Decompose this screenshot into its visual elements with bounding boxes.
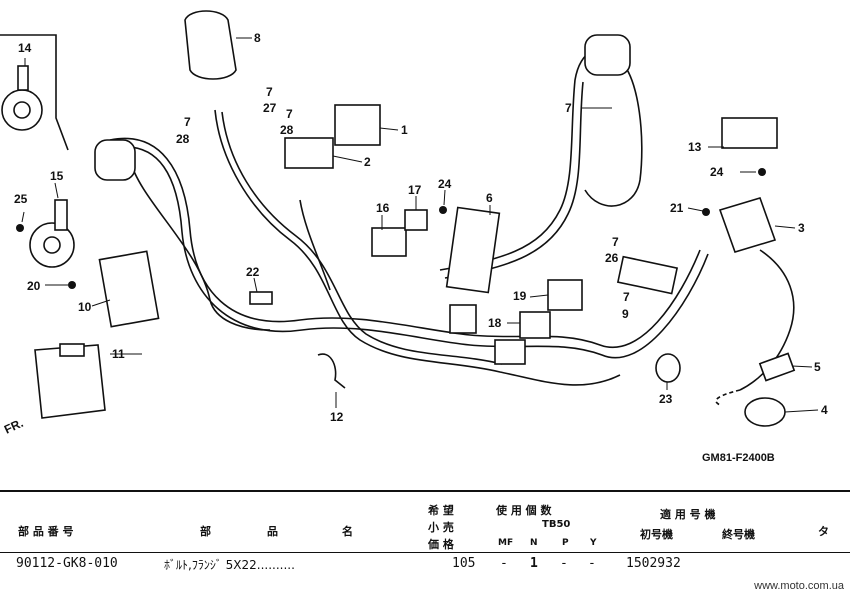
connector-18 [519, 311, 551, 339]
nut-24b [758, 168, 766, 176]
connector-19 [547, 279, 583, 311]
relay-16 [371, 227, 407, 257]
plug-cap-5 [758, 352, 796, 382]
clamp-23 [655, 353, 681, 383]
header-apply: 適 用 号 機 [660, 508, 716, 521]
callout-9: 9 [622, 307, 629, 321]
callout-14: 14 [18, 41, 32, 55]
callout-23: 23 [659, 392, 673, 406]
parts-table: 部 品 番 号 部 品 名 希 望 小 売 価 格 使 用 個 数 TB50 M… [0, 488, 850, 593]
figure-code: GM81-F2400B [702, 452, 775, 464]
main-harness [109, 137, 701, 348]
header-apply-first: 初号機 [640, 528, 673, 541]
table-top-rule [0, 490, 850, 492]
regulator-10 [98, 250, 160, 328]
branch-harness [214, 109, 621, 386]
callout-22: 22 [246, 265, 260, 279]
row-price: 105 [452, 556, 476, 571]
header-part-name-3: 名 [342, 525, 353, 538]
fuse-holder-9 [616, 255, 679, 295]
row-first-serial: 1502932 [626, 556, 681, 571]
unit-2 [284, 137, 334, 169]
inset-box-outline [0, 34, 69, 151]
row-qty-n: 1 [530, 556, 538, 571]
callout-10: 10 [78, 300, 92, 314]
callout-7-left: 7 [184, 115, 191, 129]
header-part-name-2: 品 [267, 525, 278, 538]
sensor-13 [721, 117, 778, 149]
callout-15: 15 [50, 169, 64, 183]
header-ta: タ [818, 525, 829, 538]
callout-16: 16 [376, 201, 390, 215]
connector-17 [404, 209, 428, 231]
table-header-rule [0, 552, 850, 553]
header-qty-y: Y [590, 538, 597, 548]
callout-28-right: 28 [280, 123, 294, 137]
callout-11: 11 [112, 347, 125, 361]
callout-5: 5 [814, 360, 821, 374]
header-qty: 使 用 個 数 [496, 504, 552, 517]
header-qty-model: TB50 [542, 519, 571, 530]
nut-24 [439, 206, 447, 214]
callout-24-top: 24 [438, 177, 452, 191]
coil [94, 139, 136, 181]
wire-harness-diagram: 8 1 2 3 4 5 6 7 7 7 7 7 7 9 10 11 12 13 … [0, 10, 828, 427]
ignition-switch [584, 34, 631, 76]
callout-7-top: 7 [266, 85, 273, 99]
callout-19: 19 [513, 289, 527, 303]
header-part-no: 部 品 番 号 [18, 525, 74, 538]
callout-8: 8 [254, 31, 261, 45]
header-apply-last: 終号機 [722, 528, 755, 541]
callout-24-right: 24 [710, 165, 724, 179]
rectifier-6 [445, 206, 501, 294]
callout-12: 12 [330, 410, 344, 424]
header-part-name-1: 部 [200, 525, 211, 538]
header-qty-p: P [562, 538, 569, 548]
callout-27: 27 [263, 101, 277, 115]
rubber-cap-8 [184, 10, 237, 80]
boot-4 [744, 397, 786, 427]
row-part-no: 90112-GK8-010 [16, 556, 118, 571]
callout-7-fuse: 7 [612, 235, 619, 249]
header-price-3: 価 格 [428, 538, 454, 551]
connector-22 [249, 291, 273, 305]
callout-6: 6 [486, 191, 493, 205]
switch-3 [718, 197, 777, 253]
callout-7-right: 7 [286, 107, 293, 121]
bolt-21 [702, 208, 710, 216]
bolt-20 [68, 281, 76, 289]
callout-25: 25 [14, 192, 28, 206]
callout-7-harness: 7 [565, 101, 572, 115]
callout-7-holder: 7 [623, 290, 630, 304]
bolt-25 [16, 224, 24, 232]
watermark: www.moto.com.ua [754, 580, 844, 592]
relay-1 [334, 104, 381, 146]
row-qty-mf: - [500, 556, 508, 571]
callout-2: 2 [364, 155, 371, 169]
row-qty-p: - [560, 556, 568, 571]
row-qty-y: - [588, 556, 596, 571]
callout-18: 18 [488, 316, 502, 330]
header-price-1: 希 望 [428, 504, 454, 517]
header-price-2: 小 売 [428, 521, 454, 534]
header-qty-mf: MF [498, 538, 514, 548]
clip-12 [317, 353, 346, 389]
callout-20: 20 [27, 279, 41, 293]
callout-26: 26 [605, 251, 619, 265]
callout-21: 21 [670, 201, 684, 215]
callout-3: 3 [798, 221, 805, 235]
callout-1: 1 [401, 123, 408, 137]
callout-4: 4 [821, 403, 828, 417]
callout-28-left: 28 [176, 132, 190, 146]
callout-13: 13 [688, 140, 702, 154]
row-part-name: ﾎﾞﾙﾄ,ﾌﾗﾝｼﾞ 5X22.......... [164, 558, 295, 572]
header-qty-n: N [530, 538, 538, 548]
callout-17: 17 [408, 183, 422, 197]
